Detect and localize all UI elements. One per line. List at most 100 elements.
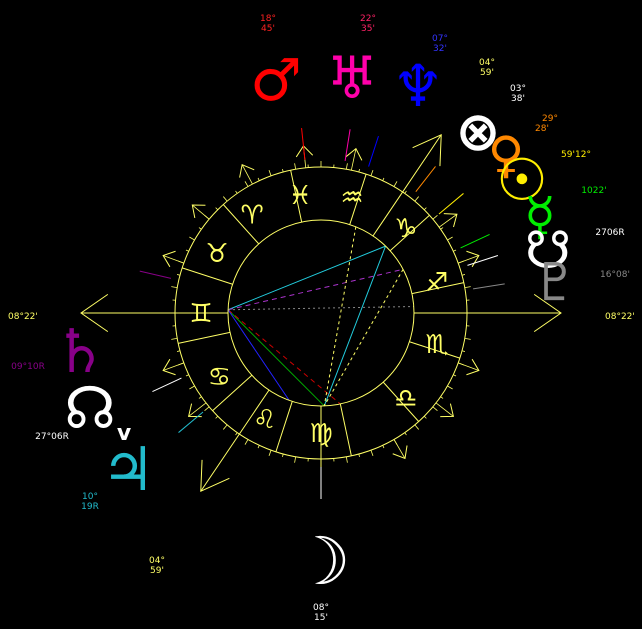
- aspect-line: [228, 306, 414, 311]
- sign-virgo: ♍: [309, 419, 332, 449]
- degree-tick: [282, 453, 284, 458]
- degree-tick: [257, 177, 260, 181]
- cusp-arrow: [412, 133, 442, 167]
- degree-tick: [447, 385, 453, 390]
- fortune-label: 03°38': [510, 84, 526, 104]
- planet-pointer: [344, 129, 351, 161]
- degree-tick: [432, 214, 438, 220]
- degree-tick: [382, 445, 385, 449]
- aspect-line: [323, 269, 404, 407]
- sign-divider: [409, 341, 461, 359]
- degree-tick: [423, 415, 427, 419]
- degree-tick: [235, 432, 238, 436]
- sign-pisces: ♓: [289, 181, 312, 211]
- degree-tick: [268, 450, 272, 456]
- degree-tick: [198, 227, 202, 230]
- degree-tick: [423, 207, 427, 211]
- neptune-label: 07°32': [432, 34, 448, 54]
- degree-tick: [171, 337, 178, 340]
- degree-tick: [404, 432, 407, 436]
- sign-taurus: ♉: [205, 239, 228, 269]
- house-cusp-marker: [239, 163, 255, 178]
- inner-ring: [227, 219, 415, 407]
- aspect-line: [227, 309, 325, 407]
- degree-tick: [414, 424, 420, 430]
- degree-tick: [447, 236, 453, 241]
- sign-divider: [349, 173, 367, 225]
- degree-tick: [294, 163, 297, 170]
- degree-tick: [464, 286, 471, 289]
- pluto-label: 16°08': [600, 270, 630, 280]
- asc-label: 08°22': [8, 312, 38, 322]
- cusp-line: [200, 389, 270, 492]
- degree-tick: [244, 181, 249, 187]
- aspect-line: [227, 268, 404, 311]
- sign-divider: [222, 204, 260, 245]
- aspect-lines: [227, 226, 414, 407]
- degree-tick: [432, 406, 438, 412]
- sign-divider: [389, 214, 430, 252]
- cusp-label-top-right: 04°59': [479, 58, 495, 78]
- degree-tick: [345, 456, 348, 463]
- degree-tick: [204, 214, 210, 220]
- node-label: 27°06R: [35, 432, 69, 442]
- uranus-icon: ♅: [326, 44, 378, 112]
- house-cusp-line: [188, 402, 207, 417]
- degree-tick: [198, 396, 202, 399]
- cusp-line: [372, 134, 442, 237]
- sign-aries: ♈: [241, 201, 264, 231]
- degree-tick: [461, 350, 466, 352]
- degree-tick: [440, 227, 444, 230]
- moon-icon: ☽: [291, 523, 350, 600]
- degree-tick: [404, 190, 407, 194]
- sign-divider: [178, 331, 231, 344]
- sign-divider: [411, 282, 464, 295]
- pluto-icon: ♇: [532, 253, 579, 313]
- degree-tick: [370, 170, 374, 176]
- sun-label: 59'12°: [561, 150, 591, 160]
- mars-icon: ♂: [250, 46, 302, 114]
- sign-sagittarius: ♐: [425, 268, 448, 298]
- sign-divider: [290, 170, 303, 223]
- degree-tick: [358, 453, 360, 458]
- planet-pointer: [415, 166, 436, 192]
- degree-tick: [282, 168, 284, 173]
- sign-divider: [212, 374, 253, 412]
- cusp-arrow: [200, 459, 230, 493]
- degree-tick: [244, 439, 249, 445]
- planet-pointer: [438, 193, 464, 215]
- degree-tick: [382, 177, 385, 181]
- degree-tick: [176, 350, 181, 352]
- planet-pointer: [178, 411, 204, 433]
- degree-tick: [185, 249, 189, 252]
- degree-tick: [393, 439, 398, 445]
- venus-icon: ♀: [488, 126, 525, 184]
- degree-tick: [345, 163, 348, 170]
- sign-divider: [275, 401, 293, 453]
- house-cusp-line: [435, 402, 454, 417]
- uranus-label: 22°35': [360, 14, 376, 34]
- mars-label: 18°45': [260, 14, 276, 34]
- mercury-label: 1022': [581, 186, 607, 196]
- dsc-label: 08°22': [605, 312, 635, 322]
- degree-tick: [257, 445, 260, 449]
- degree-tick: [235, 190, 238, 194]
- degree-tick: [204, 406, 210, 412]
- degree-tick: [414, 196, 420, 202]
- zodiac-signs: ♈♉♊♋♌♍♎♏♐♑♒♓: [189, 181, 448, 449]
- degree-tick: [178, 362, 184, 366]
- planet-pointer: [460, 233, 490, 249]
- sign-divider: [339, 403, 352, 456]
- sign-aquarius: ♒: [340, 183, 363, 213]
- sign-libra: ♎: [394, 384, 417, 414]
- house-cusp-line: [350, 148, 357, 171]
- jupiter-icon: ♃: [101, 435, 155, 505]
- cusp-label-bottom-left: 04°59': [149, 556, 165, 576]
- degree-tick: [185, 374, 189, 377]
- fortune-icon: ⊗: [455, 100, 500, 163]
- neptune-icon: ♆: [392, 52, 444, 120]
- degree-tick: [393, 181, 398, 187]
- saturn-icon: ♄: [53, 317, 107, 387]
